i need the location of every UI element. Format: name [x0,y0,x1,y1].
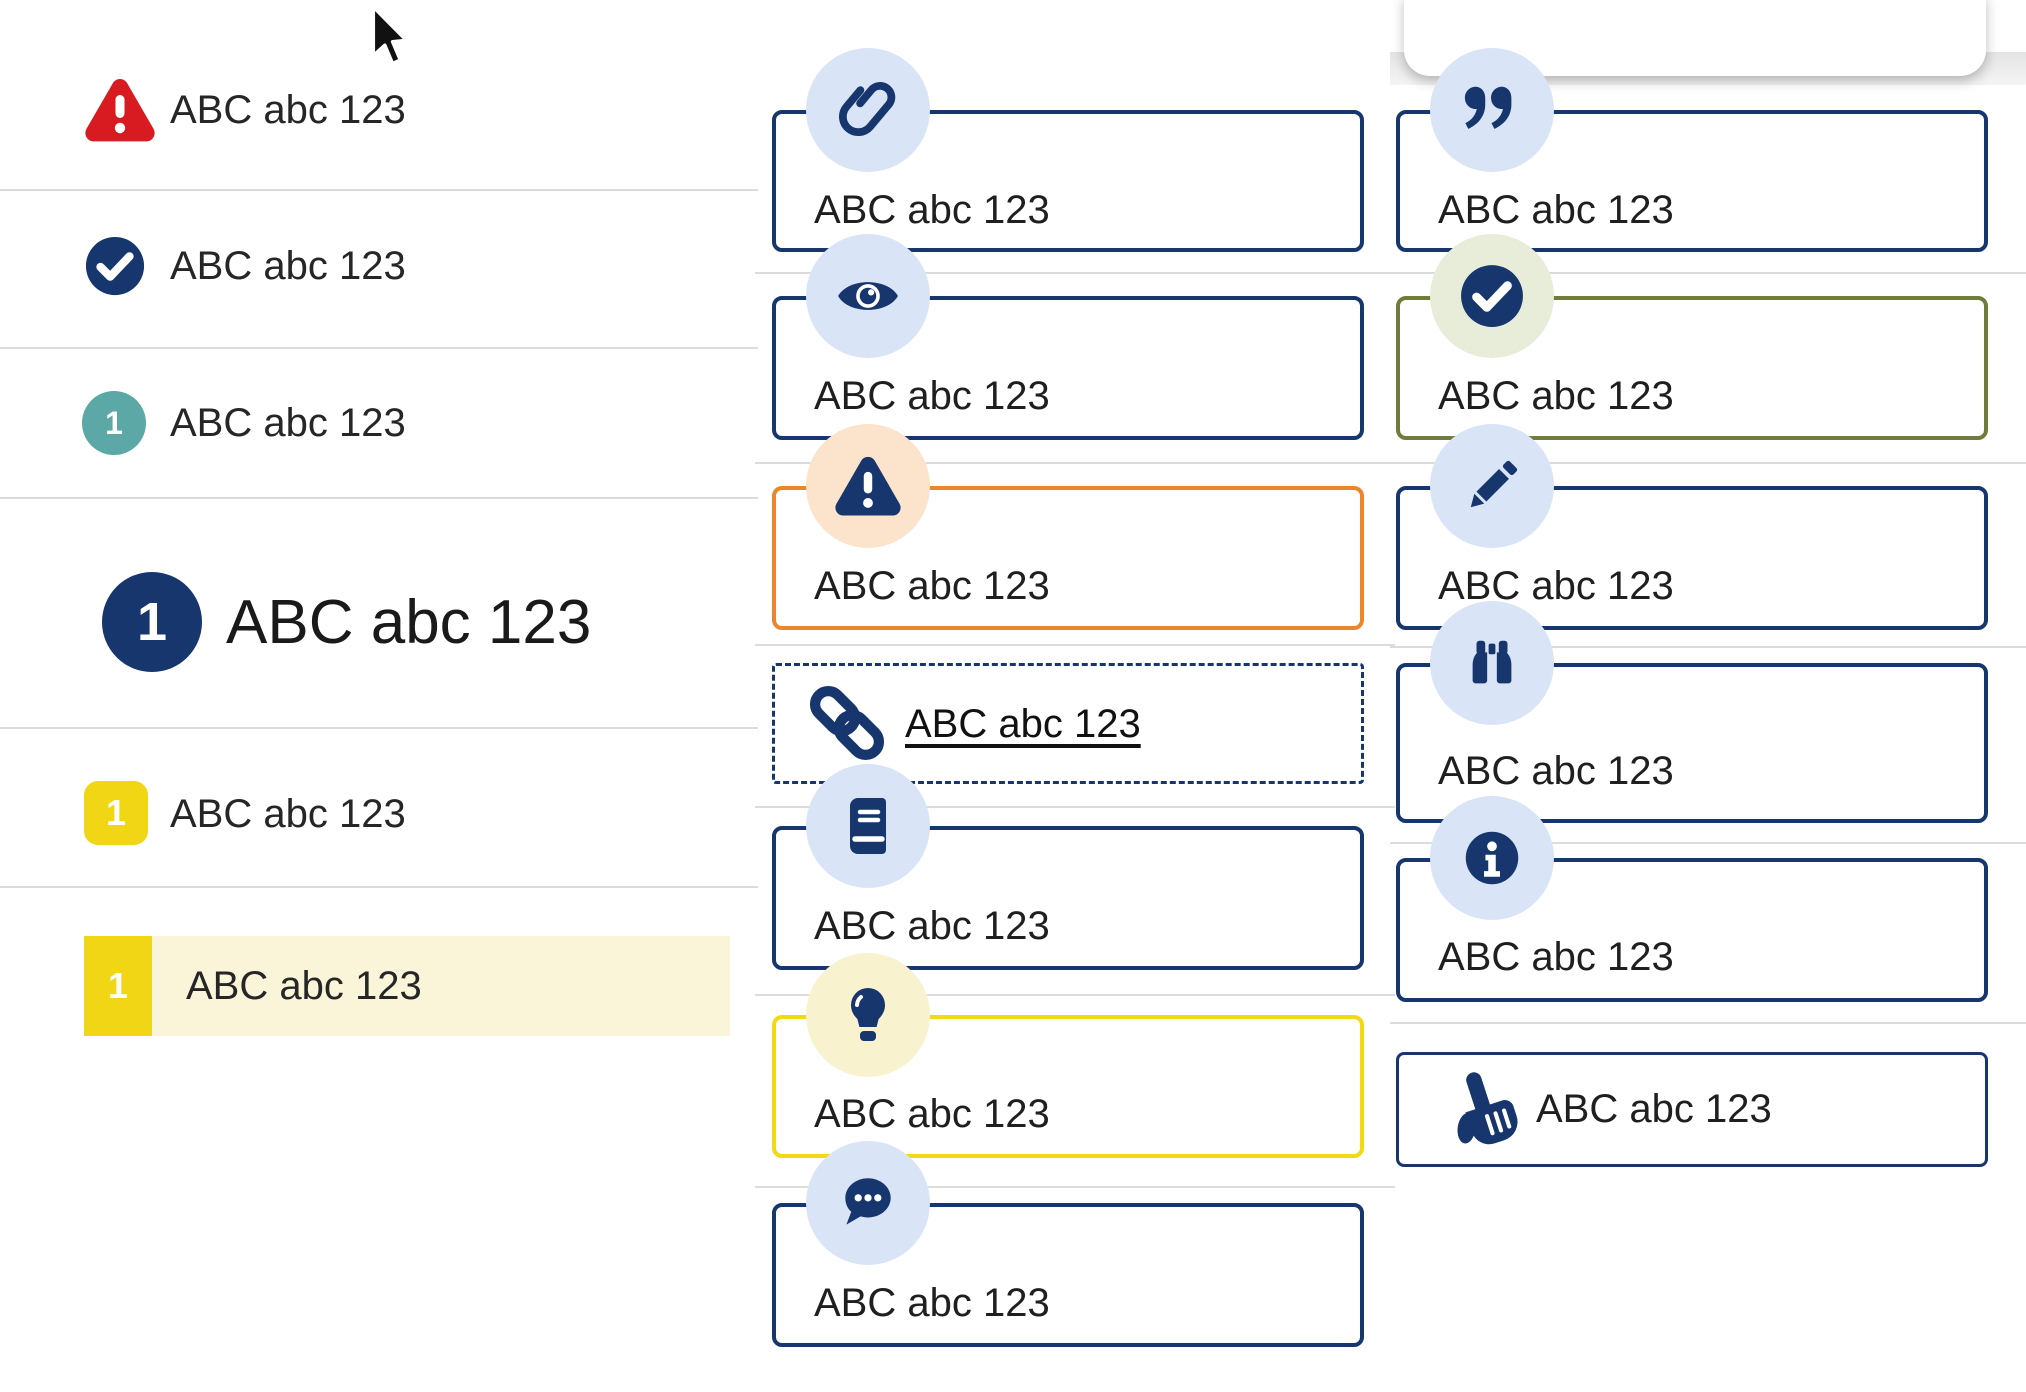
divider [1390,1022,2026,1024]
icon-bubble [1430,48,1554,172]
divider [0,727,758,729]
card-label: ABC abc 123 [814,904,1050,948]
icon-bubble [1430,424,1554,548]
icon-bubble [1430,796,1554,920]
divider [755,272,1395,274]
divider [755,462,1395,464]
list-item-title: ABC abc 123 [226,588,592,657]
pencil-icon [1470,460,1518,508]
check-circle-icon [1461,265,1523,327]
alert-triangle-icon [835,456,901,516]
divider [1390,646,2026,648]
icon-bubble [806,424,930,548]
divider [755,806,1395,808]
card-label: ABC abc 123 [1438,749,1674,793]
lightbulb-icon [851,988,885,1041]
divider [755,1186,1395,1188]
divider [1390,842,2026,844]
divider [1390,462,2026,464]
link-chain-icon [809,685,885,761]
binoculars-icon [1472,640,1512,684]
card-label: ABC abc 123 [1536,1087,1772,1131]
pointing-hand-icon [1457,1072,1518,1145]
icon-bubble [1430,601,1554,725]
large-navy-number-badge: 1 [102,572,202,672]
divider [0,189,758,191]
card-label: ABC abc 123 [1438,374,1674,418]
divider [0,497,758,499]
eye-icon [838,282,898,310]
teal-number-badge: 1 [82,391,146,455]
list-item-label: ABC abc 123 [170,244,406,288]
divider [755,994,1395,996]
quote-marks-icon [1464,86,1512,129]
mouse-cursor [371,5,409,66]
list-item-label: ABC abc 123 [170,401,406,445]
book-icon [850,798,886,854]
check-circle-icon [85,236,145,296]
alert-triangle-red-icon [85,79,155,142]
divider [1390,272,2026,274]
card-label: ABC abc 123 [814,1281,1050,1325]
icon-bubble [1430,234,1554,358]
icon-bubble [806,234,930,358]
yellow-number-badge: 1 [84,781,148,845]
list-item-label: ABC abc 123 [170,792,406,836]
card-label: ABC abc 123 [814,564,1050,608]
card-label: ABC abc 123 [814,1092,1050,1136]
card-label: ABC abc 123 [1438,564,1674,608]
highlight-row-background [152,936,730,1036]
info-circle-icon [1465,831,1519,885]
yellow-number-square: 1 [84,936,152,1036]
icon-bubble [806,953,930,1077]
card-label: ABC abc 123 [814,188,1050,232]
list-item-label: ABC abc 123 [170,88,406,132]
card-label: ABC abc 123 [1438,188,1674,232]
icon-bubble [806,764,930,888]
card-label: ABC abc 123 [814,374,1050,418]
icon-bubble [806,1141,930,1265]
card-link-text[interactable]: ABC abc 123 [905,702,1141,746]
card-label: ABC abc 123 [1438,935,1674,979]
divider [755,644,1395,646]
chat-bubble-icon [845,1178,891,1225]
paperclip-icon [839,82,896,137]
list-item-label: ABC abc 123 [186,964,422,1008]
divider [0,886,758,888]
divider [0,347,758,349]
icon-bubble [806,48,930,172]
